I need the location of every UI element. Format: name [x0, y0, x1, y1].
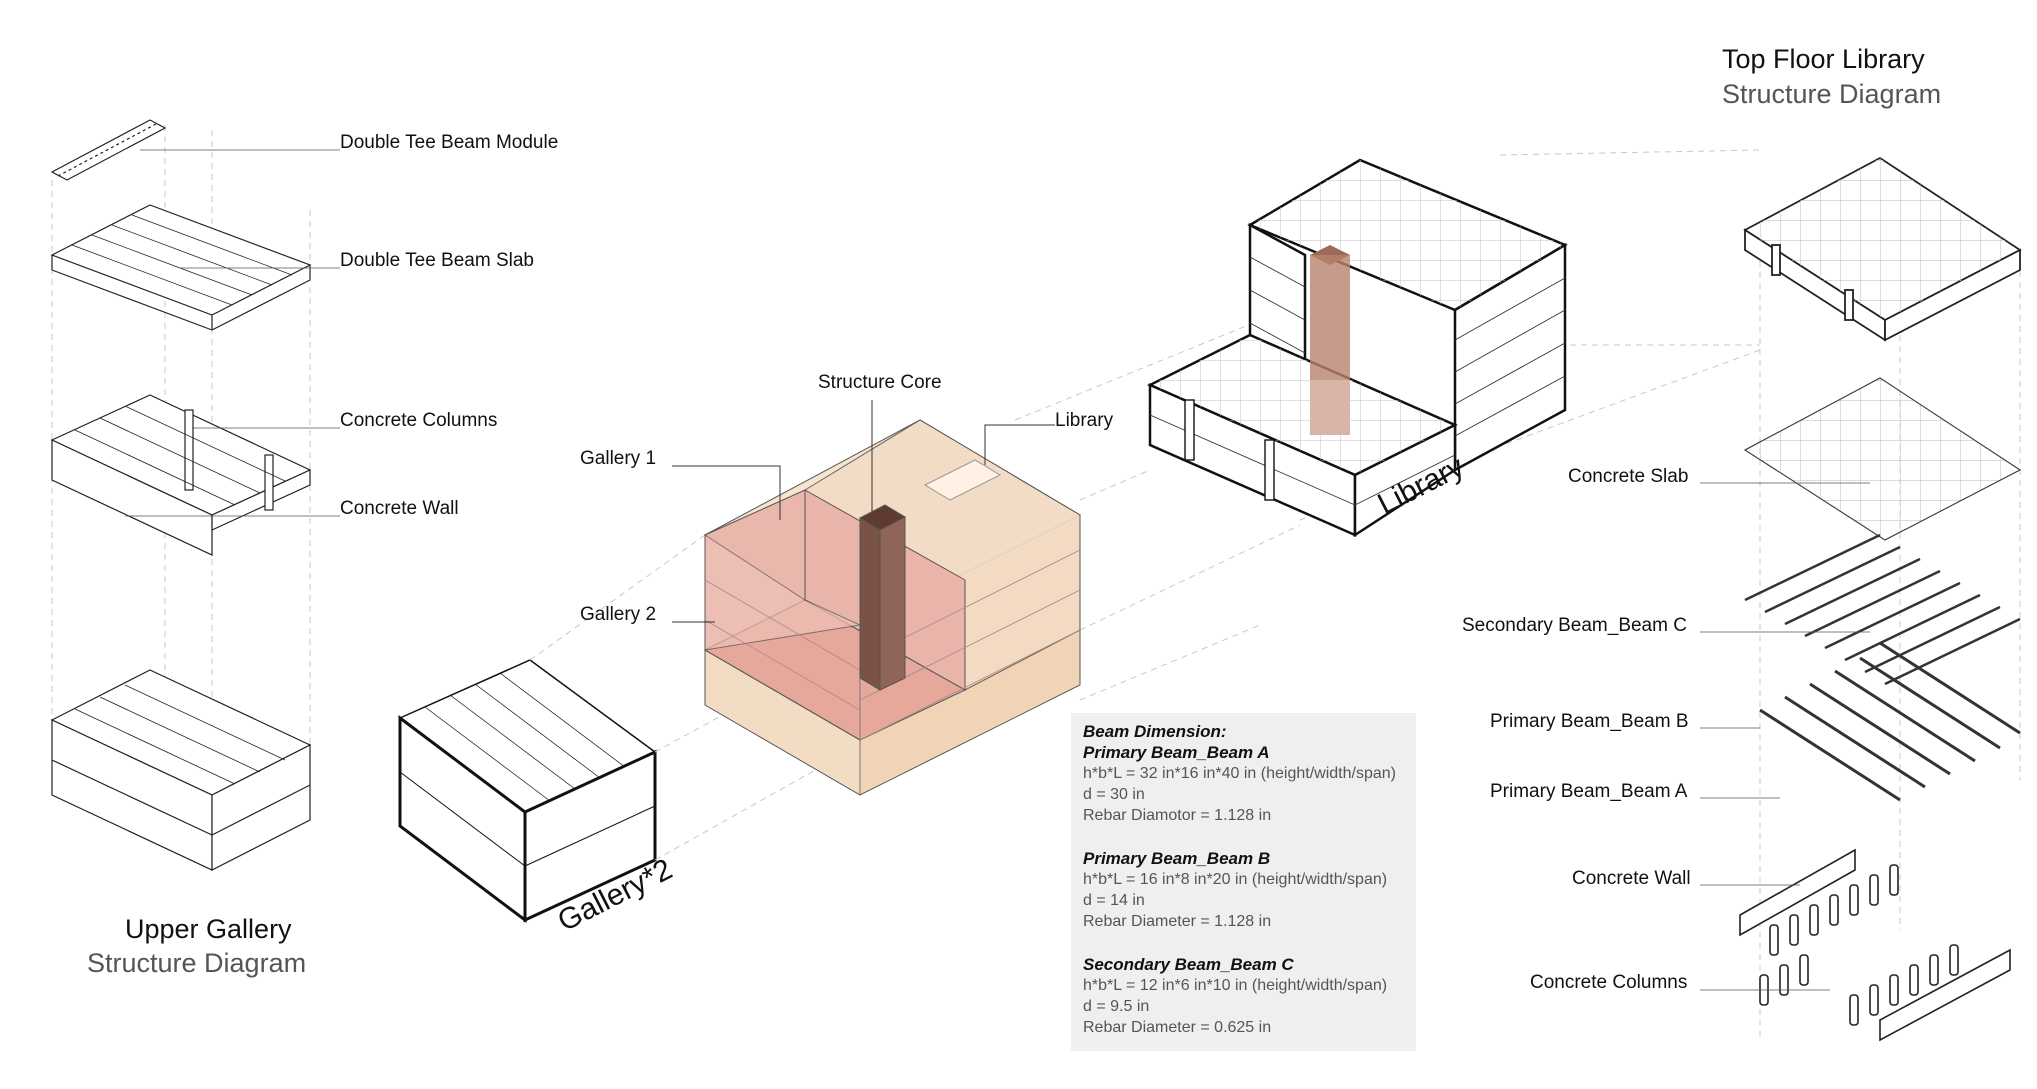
right-exploded [1700, 156, 2022, 1042]
label-double-tee-module: Double Tee Beam Module [340, 132, 559, 153]
upper-gallery-title: Upper Gallery [125, 914, 292, 944]
upper-gallery-exploded [50, 119, 340, 871]
label-concrete-slab: Concrete Slab [1568, 466, 1689, 487]
beam-a-rebar: Rebar Diamotor = 1.128 in [1083, 807, 1272, 824]
beam-c-dims: h*b*L = 12 in*6 in*10 in (height/width/s… [1083, 977, 1388, 994]
secondary-beams [1744, 533, 2021, 686]
label-double-tee-slab: Double Tee Beam Slab [340, 250, 534, 271]
double-tee-module [50, 119, 167, 181]
primary-beams [1759, 641, 2021, 802]
wall-and-columns [50, 394, 312, 556]
beam-a-title: Primary Beam_Beam A [1083, 743, 1270, 762]
label-primary-beam-a: Primary Beam_Beam A [1490, 781, 1688, 802]
left-leaders [125, 149, 340, 517]
top-floor-library-subtitle: Structure Diagram [1722, 79, 1942, 109]
concrete-slab [1744, 377, 2021, 541]
label-left-concrete-columns: Concrete Columns [340, 410, 498, 431]
beam-dimension-heading: Beam Dimension: [1083, 722, 1227, 741]
beam-b-title: Primary Beam_Beam B [1083, 849, 1271, 868]
label-library-top: Library [1055, 410, 1114, 431]
library-top-slab [1743, 156, 2022, 342]
label-right-concrete-columns: Concrete Columns [1530, 972, 1688, 993]
beam-c-rebar: Rebar Diameter = 0.625 in [1083, 1019, 1272, 1036]
beam-c-d: d = 9.5 in [1083, 998, 1150, 1015]
top-floor-library-title: Top Floor Library [1722, 44, 1925, 74]
label-gallery-2: Gallery 2 [580, 604, 657, 625]
beam-a-dims: h*b*L = 32 in*16 in*40 in (height/width/… [1083, 765, 1396, 782]
library-iso [1147, 158, 1568, 538]
assembled-gallery [50, 669, 312, 871]
beam-b-d: d = 14 in [1083, 892, 1145, 909]
upper-gallery-subtitle: Structure Diagram [87, 948, 307, 978]
gallery-x2-box [398, 659, 657, 924]
center-mass [703, 419, 1082, 796]
beam-c-title: Secondary Beam_Beam C [1083, 955, 1294, 974]
label-gallery-1: Gallery 1 [580, 448, 657, 469]
beam-b-rebar: Rebar Diameter = 1.128 in [1083, 913, 1272, 930]
right-leaders [1700, 482, 1870, 991]
label-left-concrete-wall: Concrete Wall [340, 498, 459, 519]
beam-a-d: d = 30 in [1083, 786, 1145, 803]
label-secondary-beam: Secondary Beam_Beam C [1462, 615, 1687, 636]
beam-b-dims: h*b*L = 16 in*8 in*20 in (height/width/s… [1083, 871, 1388, 888]
label-right-concrete-wall: Concrete Wall [1572, 868, 1691, 889]
walls-columns [1739, 848, 2011, 1042]
label-structure-core: Structure Core [818, 372, 942, 393]
beam-dimension-note: Beam Dimension: Primary Beam_Beam A h*b*… [1071, 713, 1416, 1051]
label-primary-beam-b: Primary Beam_Beam B [1490, 711, 1689, 732]
center-leaders [672, 400, 1055, 623]
double-tee-slab [50, 204, 312, 331]
